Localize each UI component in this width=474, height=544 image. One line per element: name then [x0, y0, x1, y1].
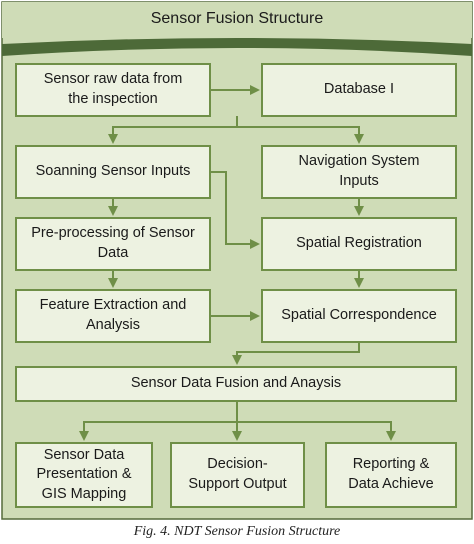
label-correspondence: Spatial Correspondence: [281, 307, 437, 324]
header-band: [2, 2, 472, 38]
box-decision: [170, 442, 305, 508]
label-preprocessing: Pre-processing of Sensor Data: [31, 225, 195, 261]
box-database: [261, 63, 457, 117]
box-fusion: [15, 366, 457, 402]
arrow-fusion-to-reporting: [237, 421, 396, 441]
box-raw-data: [15, 63, 211, 117]
label-navigation: Navigation System Inputs: [298, 153, 420, 189]
arrow-fusion-to-presentation: [79, 421, 237, 441]
box-registration: [261, 217, 457, 271]
arrow-split-right: [237, 126, 364, 144]
arrow-split-left: [108, 116, 238, 144]
label-database: Database I: [323, 81, 395, 98]
box-navigation: [261, 145, 457, 199]
box-correspondence: [261, 289, 457, 343]
label-raw-data: Sensor raw data from the inspection: [43, 71, 183, 107]
label-reporting: Reporting & Data Achieve: [348, 456, 434, 492]
box-presentation: [15, 442, 153, 508]
figure-caption: Fig. 4. NDT Sensor Fusion Structure: [133, 524, 341, 539]
label-scanning: Soanning Sensor Inputs: [35, 163, 191, 180]
box-scanning: [15, 145, 211, 199]
header-wave: [2, 38, 472, 56]
label-registration: Spatial Registration: [296, 235, 422, 252]
box-reporting: [325, 442, 457, 508]
label-presentation: Sensor Data Presentation & GIS Mapping: [36, 446, 132, 502]
label-fusion: Sensor Data Fusion and Anaysis: [130, 375, 342, 392]
label-decision: Decision- Support Output: [188, 456, 287, 492]
box-preprocessing: [15, 217, 211, 271]
diagram-title: Sensor Fusion Structure: [150, 10, 324, 27]
label-feature: Feature Extraction and Analysis: [39, 297, 187, 333]
arrow-scanning-to-registration: [210, 171, 260, 249]
arrow-correspondence-to-fusion: [232, 342, 360, 365]
